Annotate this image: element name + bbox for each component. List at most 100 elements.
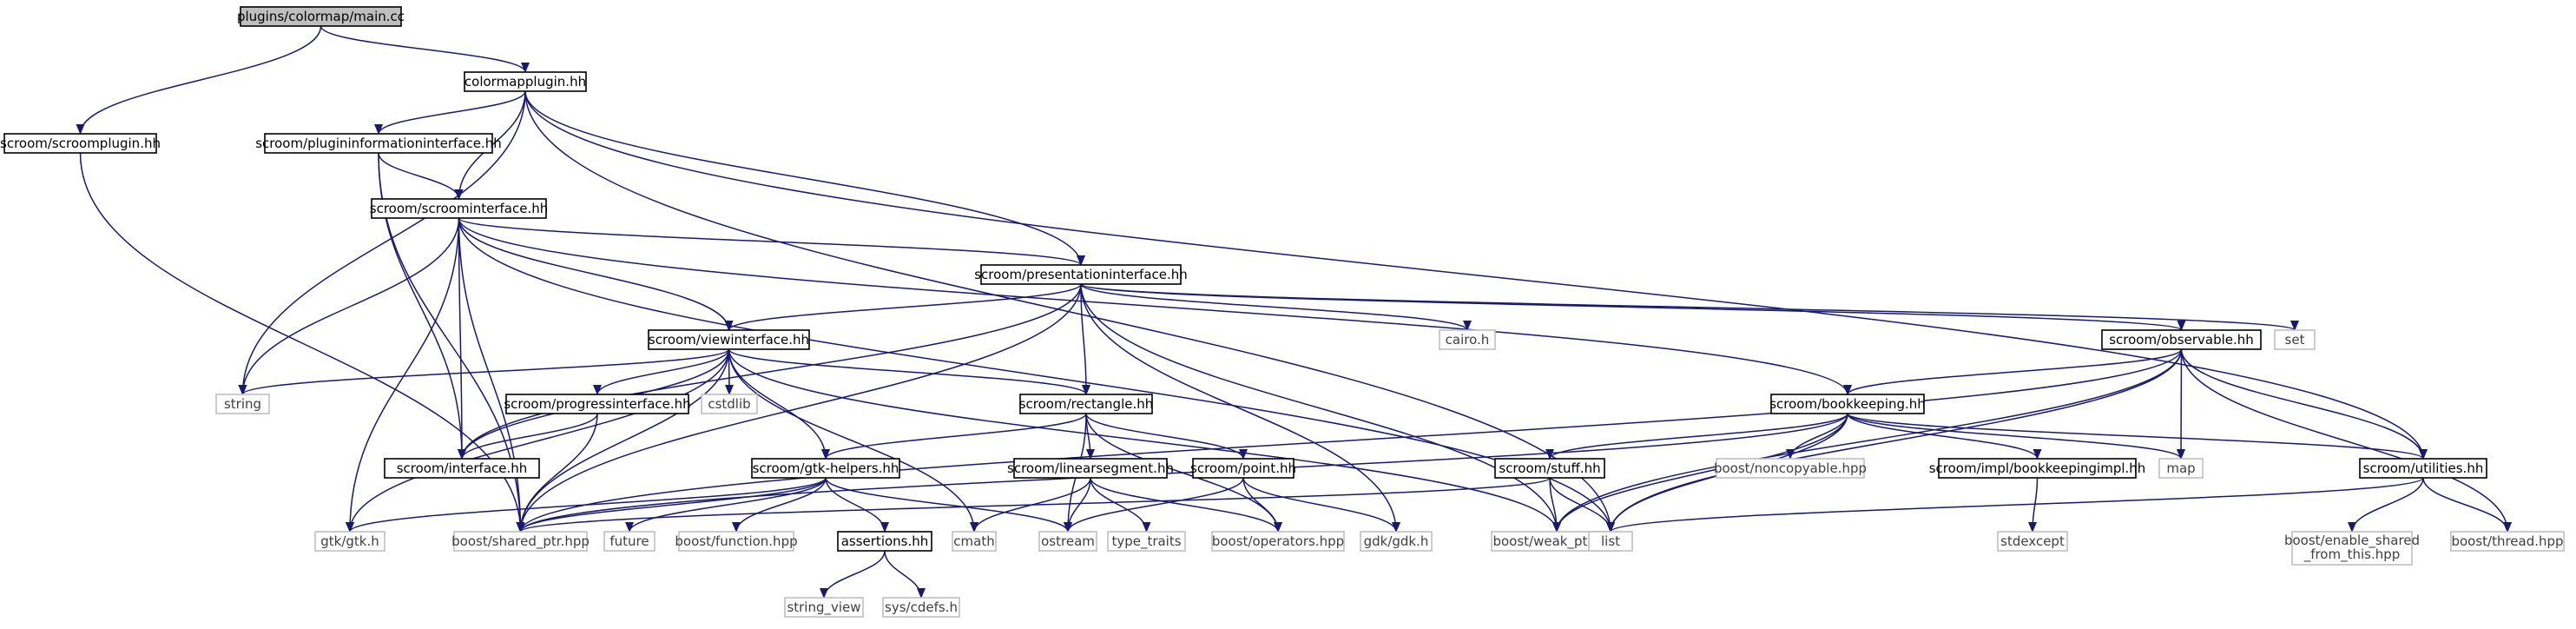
edge-observable-to-list: [1606, 348, 2183, 533]
edge-point-to-operators: [1242, 477, 1282, 533]
node-string: string: [215, 394, 270, 414]
edge-bookkeeping-to-sharedptr: [516, 413, 1848, 533]
edge-utilities-to-thread: [2422, 477, 2512, 533]
edge-scroominterface-to-presentation: [458, 217, 1085, 266]
node-label: scroom/stuff.hh: [1499, 460, 1600, 476]
node-box: [464, 71, 587, 92]
node-box: [2359, 458, 2487, 479]
edge-point-to-gdkgdk: [1242, 477, 1400, 533]
node-label: scroom/presentationinterface.hh: [974, 267, 1188, 282]
edge-stuff-to-sharedptr: [516, 477, 1551, 533]
node-interface[interactable]: scroom/interface.hh: [384, 458, 540, 479]
edge-presentation-to-sharedptr: [516, 283, 1082, 533]
node-box: [1716, 458, 1865, 479]
node-box: [648, 329, 810, 350]
edge-cmplugin-to-plugininfo: [374, 90, 526, 135]
edge-observable-to-thread: [2180, 348, 2512, 533]
edge-main-to-scroomplugin: [76, 25, 322, 135]
node-main[interactable]: plugins/colormap/main.cc: [237, 6, 405, 27]
node-observable[interactable]: scroom/observable.hh: [2101, 329, 2262, 350]
node-set: set: [2274, 329, 2316, 350]
node-rectangle[interactable]: scroom/rectangle.hh: [1019, 394, 1154, 414]
node-gtkgtk: gtk/gtk.h: [314, 531, 385, 552]
edge-utilities-to-list: [1606, 477, 2424, 533]
edge-scroominterface-to-gtkgtk: [346, 217, 460, 533]
node-noncopyable: boost/noncopyable.hpp: [1714, 458, 1867, 479]
node-presentation[interactable]: scroom/presentationinterface.hh: [974, 264, 1188, 285]
node-label: scroom/gtk-helpers.hh: [753, 460, 899, 476]
edges-layer: [76, 25, 2512, 599]
edge-gtkhelpers-to-future: [625, 477, 827, 533]
node-point[interactable]: scroom/point.hh: [1190, 458, 1296, 479]
node-box: [1211, 531, 1345, 552]
node-label: boost/function.hpp: [675, 533, 797, 549]
edge-stuff-to-weakptr: [1549, 477, 1561, 533]
node-cmplugin[interactable]: colormapplugin.hh: [464, 71, 587, 92]
node-operators: boost/operators.hpp: [1211, 531, 1345, 552]
node-list: list: [1588, 531, 1633, 552]
edge-presentation-to-cairo: [1080, 283, 1472, 331]
edge-utilities-to-enableshared: [2348, 477, 2424, 533]
node-assertions[interactable]: assertions.hh: [837, 531, 932, 552]
node-bookkeeping[interactable]: scroom/bookkeeping.hh: [1769, 394, 1926, 414]
edge-viewinterface-to-weakptr: [728, 348, 1561, 533]
node-label: sys/cdefs.h: [885, 599, 958, 615]
node-future: future: [603, 531, 656, 552]
node-label: string: [224, 396, 261, 412]
edge-bookkeeping-to-weakptr: [1552, 413, 1848, 533]
node-gtkhelpers[interactable]: scroom/gtk-helpers.hh: [751, 458, 900, 479]
edge-scroominterface-to-interface: [457, 217, 466, 460]
edge-bkimpl-to-stdexcept: [2028, 477, 2039, 533]
node-box: [1360, 531, 1433, 552]
node-box: [952, 531, 997, 552]
node-label: type_traits: [1111, 533, 1181, 550]
edge-bookkeeping-to-bkimpl: [1847, 413, 2042, 460]
edge-rectangle-to-gtkhelpers: [821, 413, 1087, 460]
edge-viewinterface-to-sharedptr: [516, 348, 730, 533]
edge-presentation-to-set: [1080, 283, 2299, 331]
edge-linseg-to-operators: [1090, 477, 1282, 533]
node-stuff[interactable]: scroom/stuff.hh: [1494, 458, 1605, 479]
edge-presentation-to-weakptr: [1080, 283, 1561, 533]
node-plugininfo[interactable]: scroom/plugininformationinterface.hh: [255, 133, 502, 154]
edge-rectangle-to-point: [1085, 413, 1248, 460]
node-thread: boost/thread.hpp: [2450, 531, 2565, 552]
node-label: scroom/observable.hh: [2109, 332, 2254, 348]
node-label: scroom/progressinterface.hh: [504, 396, 690, 412]
node-viewinterface[interactable]: scroom/viewinterface.hh: [648, 329, 810, 350]
node-label: map: [2166, 460, 2195, 476]
edge-gtkhelpers-to-ostream: [825, 477, 1072, 533]
edge-linseg-to-typetraits: [1090, 477, 1151, 533]
node-label: cstdlib: [708, 396, 750, 412]
node-label: set: [2285, 332, 2305, 348]
node-utilities[interactable]: scroom/utilities.hh: [2359, 458, 2487, 479]
node-label: gtk/gtk.h: [320, 533, 379, 549]
edge-cmplugin-to-string: [238, 90, 526, 395]
node-scroomplugin[interactable]: scroom/scroomplugin.hh: [0, 133, 161, 154]
edge-viewinterface-to-progress: [593, 348, 730, 395]
node-map: map: [2158, 458, 2204, 479]
node-label: scroom/interface.hh: [397, 460, 528, 476]
node-linseg[interactable]: scroom/linearsegment.hh: [1007, 458, 1174, 479]
node-box: [1588, 531, 1633, 552]
edge-gtkhelpers-to-assertions: [825, 477, 889, 533]
node-ostream: ostream: [1038, 531, 1097, 552]
node-scroominterface[interactable]: scroom/scroominterface.hh: [370, 198, 548, 219]
node-box: [453, 531, 588, 552]
node-box: [384, 458, 540, 479]
node-label: scroom/plugininformationinterface.hh: [255, 136, 502, 151]
node-box: [1038, 531, 1097, 552]
edge-scroominterface-to-bookkeeping: [458, 217, 1852, 395]
node-box: [1770, 394, 1925, 414]
node-label: gdk/gdk.h: [1364, 533, 1429, 549]
edge-presentation-to-observable: [1080, 283, 2185, 331]
node-progress[interactable]: scroom/progressinterface.hh: [504, 394, 691, 414]
node-bkimpl[interactable]: scroom/impl/bookkeepingimpl.hh: [1929, 458, 2146, 479]
edge-presentation-to-rectangle: [1080, 283, 1090, 395]
node-label: list: [1601, 533, 1620, 549]
edge-gtkhelpers-to-gtkgtk: [346, 477, 827, 533]
node-label: scroom/point.hh: [1190, 460, 1296, 476]
node-label: boost/enable_shared_from_this.hpp: [2284, 533, 2420, 563]
node-box: [215, 394, 270, 414]
